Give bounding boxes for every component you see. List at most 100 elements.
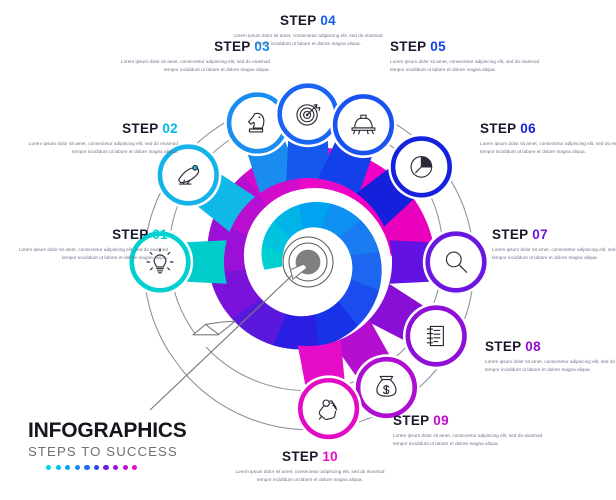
step-heading: STEP 05 [390, 39, 540, 55]
step-number: 06 [520, 121, 536, 136]
target-dart-icon [296, 104, 321, 126]
step-description: Lorem ipsum dolor sit amet, consectetur … [120, 58, 270, 73]
step-text-block-10: STEP 10 Lorem ipsum dolor sit amet, conse… [235, 449, 385, 485]
ok-hand-icon [318, 399, 338, 421]
step-label: STEP [390, 39, 427, 54]
step-node-07[interactable] [422, 228, 490, 296]
logo-dot [113, 465, 119, 471]
arrow-fletching [192, 320, 236, 336]
step-heading: STEP 04 [233, 13, 383, 29]
spiral-segment [321, 202, 362, 238]
step-node-05[interactable] [330, 91, 397, 158]
step-label: STEP [280, 13, 317, 28]
step-heading: STEP 03 [120, 39, 270, 55]
logo-dot [65, 465, 71, 471]
step-label: STEP [282, 449, 319, 464]
spiral-segment [271, 313, 320, 351]
logo-title: INFOGRAPHICS [28, 419, 187, 442]
spiral-segment [298, 200, 332, 230]
step-node-08[interactable] [402, 302, 470, 370]
step-node-02[interactable] [155, 141, 222, 209]
spiral-segment [314, 301, 359, 349]
step-label: STEP [214, 39, 251, 54]
target-mid-ring [288, 242, 328, 282]
step-node-09[interactable] [353, 354, 420, 421]
step-description: Lorem ipsum dolor sit amet, consectetur … [18, 246, 168, 261]
step-node-ring [332, 94, 395, 156]
logo-dot [93, 465, 100, 471]
step-node-ring [425, 231, 487, 293]
step-node-10[interactable] [295, 375, 362, 442]
step-heading: STEP 01 [18, 227, 168, 243]
step-description: Lorem ipsum dolor sit amet, consectetur … [393, 432, 543, 447]
logo-dot-row [28, 465, 208, 471]
step-number: 09 [433, 413, 449, 428]
step-label: STEP [492, 227, 529, 242]
logo-dot [46, 465, 52, 471]
step-node-ring [297, 377, 360, 440]
step-number: 05 [430, 39, 446, 54]
step-heading: STEP 08 [485, 339, 616, 355]
logo-dot [132, 465, 138, 471]
spiral-segment [260, 244, 286, 270]
money-bag-icon [376, 375, 397, 397]
step-description: Lorem ipsum dolor sit amet, consectetur … [28, 140, 178, 155]
logo-dot [103, 465, 109, 471]
step-node-ring [405, 305, 467, 367]
step-heading: STEP 09 [393, 413, 543, 429]
step-node-ring [157, 144, 219, 206]
spiral-segment [350, 251, 383, 292]
satellite-dish-icon [178, 164, 200, 185]
step-number: 08 [525, 339, 541, 354]
step-description: Lorem ipsum dolor sit amet, consectetur … [492, 246, 616, 261]
step-node-03[interactable] [224, 89, 291, 157]
notebook-icon [426, 325, 444, 347]
step-number: 04 [320, 13, 336, 28]
arrow-shaft [149, 263, 305, 411]
step-number: 02 [162, 121, 178, 136]
step-number: 01 [152, 227, 168, 242]
step-label: STEP [122, 121, 159, 136]
step-node-01[interactable] [126, 228, 194, 296]
arrow-head [289, 263, 308, 280]
target-outer-ring [282, 236, 334, 288]
step-nodes-group [126, 80, 490, 442]
lightbulb-icon [146, 248, 174, 274]
magnifier-icon [445, 251, 468, 273]
center-target-group [149, 236, 334, 411]
pie-chart-icon [410, 155, 433, 178]
logo-dot [122, 465, 128, 471]
step-label: STEP [480, 121, 517, 136]
step-description: Lorem ipsum dolor sit amet, consectetur … [233, 32, 383, 47]
logo-subtitle: STEPS TO SUCCESS [28, 444, 178, 459]
step-description: Lorem ipsum dolor sit amet, consectetur … [235, 468, 385, 483]
logo-block: INFOGRAPHICS STEPS TO SUCCESS [28, 419, 208, 471]
step-label: STEP [485, 339, 522, 354]
step-number: 07 [532, 227, 548, 242]
step-description: Lorem ipsum dolor sit amet, consectetur … [390, 58, 540, 73]
step-label: STEP [112, 227, 149, 242]
logo-dot [55, 465, 61, 471]
hard-hat-icon [351, 114, 376, 135]
step-node-04[interactable] [274, 80, 342, 148]
step-number: 03 [254, 39, 270, 54]
step-heading: STEP 10 [235, 449, 385, 465]
step-node-06[interactable] [388, 133, 455, 201]
logo-dot [74, 465, 80, 471]
step-heading: STEP 07 [492, 227, 616, 243]
step-node-ring [129, 231, 191, 293]
step-heading: STEP 02 [28, 121, 178, 137]
step-description: Lorem ipsum dolor sit amet, consectetur … [485, 358, 616, 373]
chess-knight-icon [247, 112, 265, 133]
step-heading: STEP 06 [480, 121, 616, 137]
